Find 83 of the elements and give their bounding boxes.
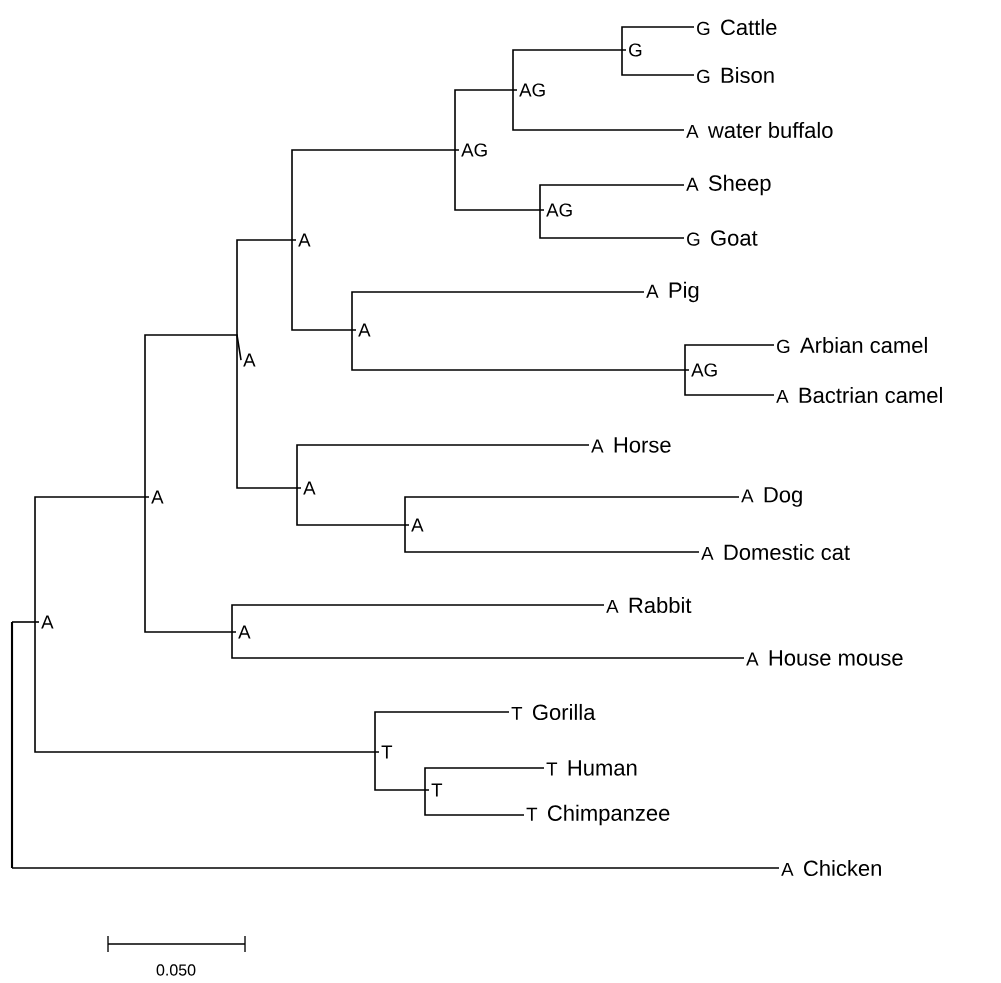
node-label: AG	[546, 203, 572, 217]
taxon-name: Chicken	[804, 859, 881, 877]
branch	[539, 209, 685, 239]
node-label: AG	[691, 363, 717, 377]
branch	[374, 751, 430, 791]
node-label: AG	[461, 143, 487, 157]
node-label: G	[629, 43, 642, 57]
branch	[34, 496, 150, 623]
branch	[34, 621, 380, 753]
branch	[231, 604, 605, 633]
root-bar	[10, 622, 14, 868]
branch	[424, 789, 525, 816]
taxon-name: Goat	[711, 230, 758, 246]
branch	[291, 149, 460, 241]
branch	[291, 239, 357, 331]
state-letter: A	[701, 547, 714, 560]
node-label: A	[238, 625, 251, 639]
taxon-name: Human	[568, 760, 637, 776]
node-label: T	[431, 783, 443, 797]
scale-value: 0.050	[156, 964, 196, 976]
branch	[621, 26, 695, 51]
taxon-name: water buffalo	[707, 121, 833, 139]
branch	[296, 487, 410, 526]
branch	[424, 767, 545, 791]
state-letter: A	[781, 863, 794, 876]
branch	[351, 329, 690, 371]
taxon-name: Bactrian camel	[799, 386, 942, 404]
branch	[404, 496, 740, 526]
node-label: A	[298, 233, 311, 247]
taxon-name: Arbian camel	[800, 336, 927, 354]
state-letter: A	[776, 390, 789, 403]
taxon-name: Cattle	[721, 18, 777, 36]
node-label: A	[411, 518, 424, 532]
branch	[236, 239, 297, 336]
state-letter: A	[686, 125, 699, 138]
taxon-name: Horse	[614, 437, 671, 453]
taxon-name: Pig	[669, 281, 699, 303]
taxon-name: Chimpanzee	[548, 804, 670, 826]
state-letter: G	[697, 69, 710, 84]
branch	[512, 89, 685, 131]
branch	[454, 149, 545, 211]
branch	[351, 291, 645, 331]
branch	[144, 334, 242, 498]
branch	[684, 344, 775, 371]
state-letter: A	[746, 652, 759, 666]
branch	[11, 621, 40, 623]
branch	[621, 49, 695, 76]
state-letter: G	[777, 339, 790, 354]
state-letter: A	[591, 439, 604, 453]
state-letter: T	[546, 762, 558, 776]
taxon-name: Rabbit	[629, 596, 692, 614]
branch	[144, 496, 237, 633]
state-letter: A	[646, 284, 659, 298]
state-letter: A	[606, 600, 619, 613]
taxon-name: Gorilla	[533, 703, 596, 721]
taxon-name: Dog	[764, 487, 802, 507]
node-label: A	[303, 481, 316, 495]
branch	[404, 524, 700, 553]
state-letter: G	[687, 232, 700, 246]
taxon-name: Bison	[721, 66, 774, 84]
branch	[296, 444, 590, 489]
node-label: A	[151, 490, 164, 504]
branch	[684, 369, 775, 396]
node-label: A	[358, 323, 371, 337]
node-label: A	[41, 615, 54, 629]
branch	[11, 867, 780, 869]
node-label: A	[243, 353, 256, 367]
branch	[231, 631, 745, 659]
branch	[512, 49, 627, 91]
branch	[374, 711, 510, 753]
branch	[454, 89, 518, 151]
state-letter: T	[526, 807, 538, 821]
state-letter: A	[741, 489, 754, 503]
branch	[539, 184, 685, 211]
taxon-name: Sheep	[708, 174, 771, 196]
taxon-name: House mouse	[769, 650, 903, 666]
taxon-name: Domestic cat	[724, 543, 850, 561]
branch	[236, 334, 302, 489]
node-label: T	[381, 745, 393, 759]
state-letter: A	[686, 177, 699, 191]
state-letter: G	[697, 21, 710, 36]
state-letter: T	[511, 707, 523, 720]
node-label: AG	[519, 83, 545, 97]
